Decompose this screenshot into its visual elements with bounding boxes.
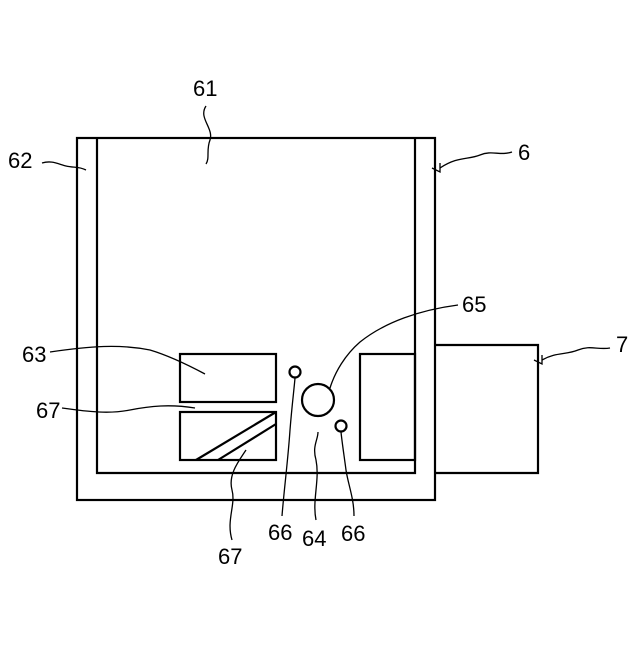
small-port-right [336, 421, 347, 432]
leader-7 [542, 348, 610, 360]
attached-box [435, 345, 538, 473]
leader-67-bottom [230, 450, 246, 540]
leader-64 [315, 432, 318, 520]
leader-67-left [62, 406, 195, 412]
circular-port [302, 384, 334, 416]
label-62: 62 [8, 148, 32, 173]
leader-66-left [282, 378, 295, 516]
leader-61 [204, 106, 211, 164]
label-67-left: 67 [36, 398, 60, 423]
leader-63 [50, 346, 205, 374]
diagonal-divider [196, 412, 276, 460]
label-66-left: 66 [268, 520, 292, 545]
label-7: 7 [616, 332, 628, 357]
label-67-bottom: 67 [218, 544, 242, 569]
leader-62 [42, 162, 86, 170]
label-65: 65 [462, 292, 486, 317]
label-66-right: 66 [341, 521, 365, 546]
label-63: 63 [22, 342, 46, 367]
label-6: 6 [518, 140, 530, 165]
leader-6 [440, 152, 512, 168]
small-port-left [290, 367, 301, 378]
outer-housing [77, 138, 435, 500]
right-internal-block [360, 354, 415, 460]
label-64: 64 [302, 526, 326, 551]
leader-65 [330, 305, 458, 388]
upper-block [180, 354, 276, 402]
label-61: 61 [193, 76, 217, 101]
